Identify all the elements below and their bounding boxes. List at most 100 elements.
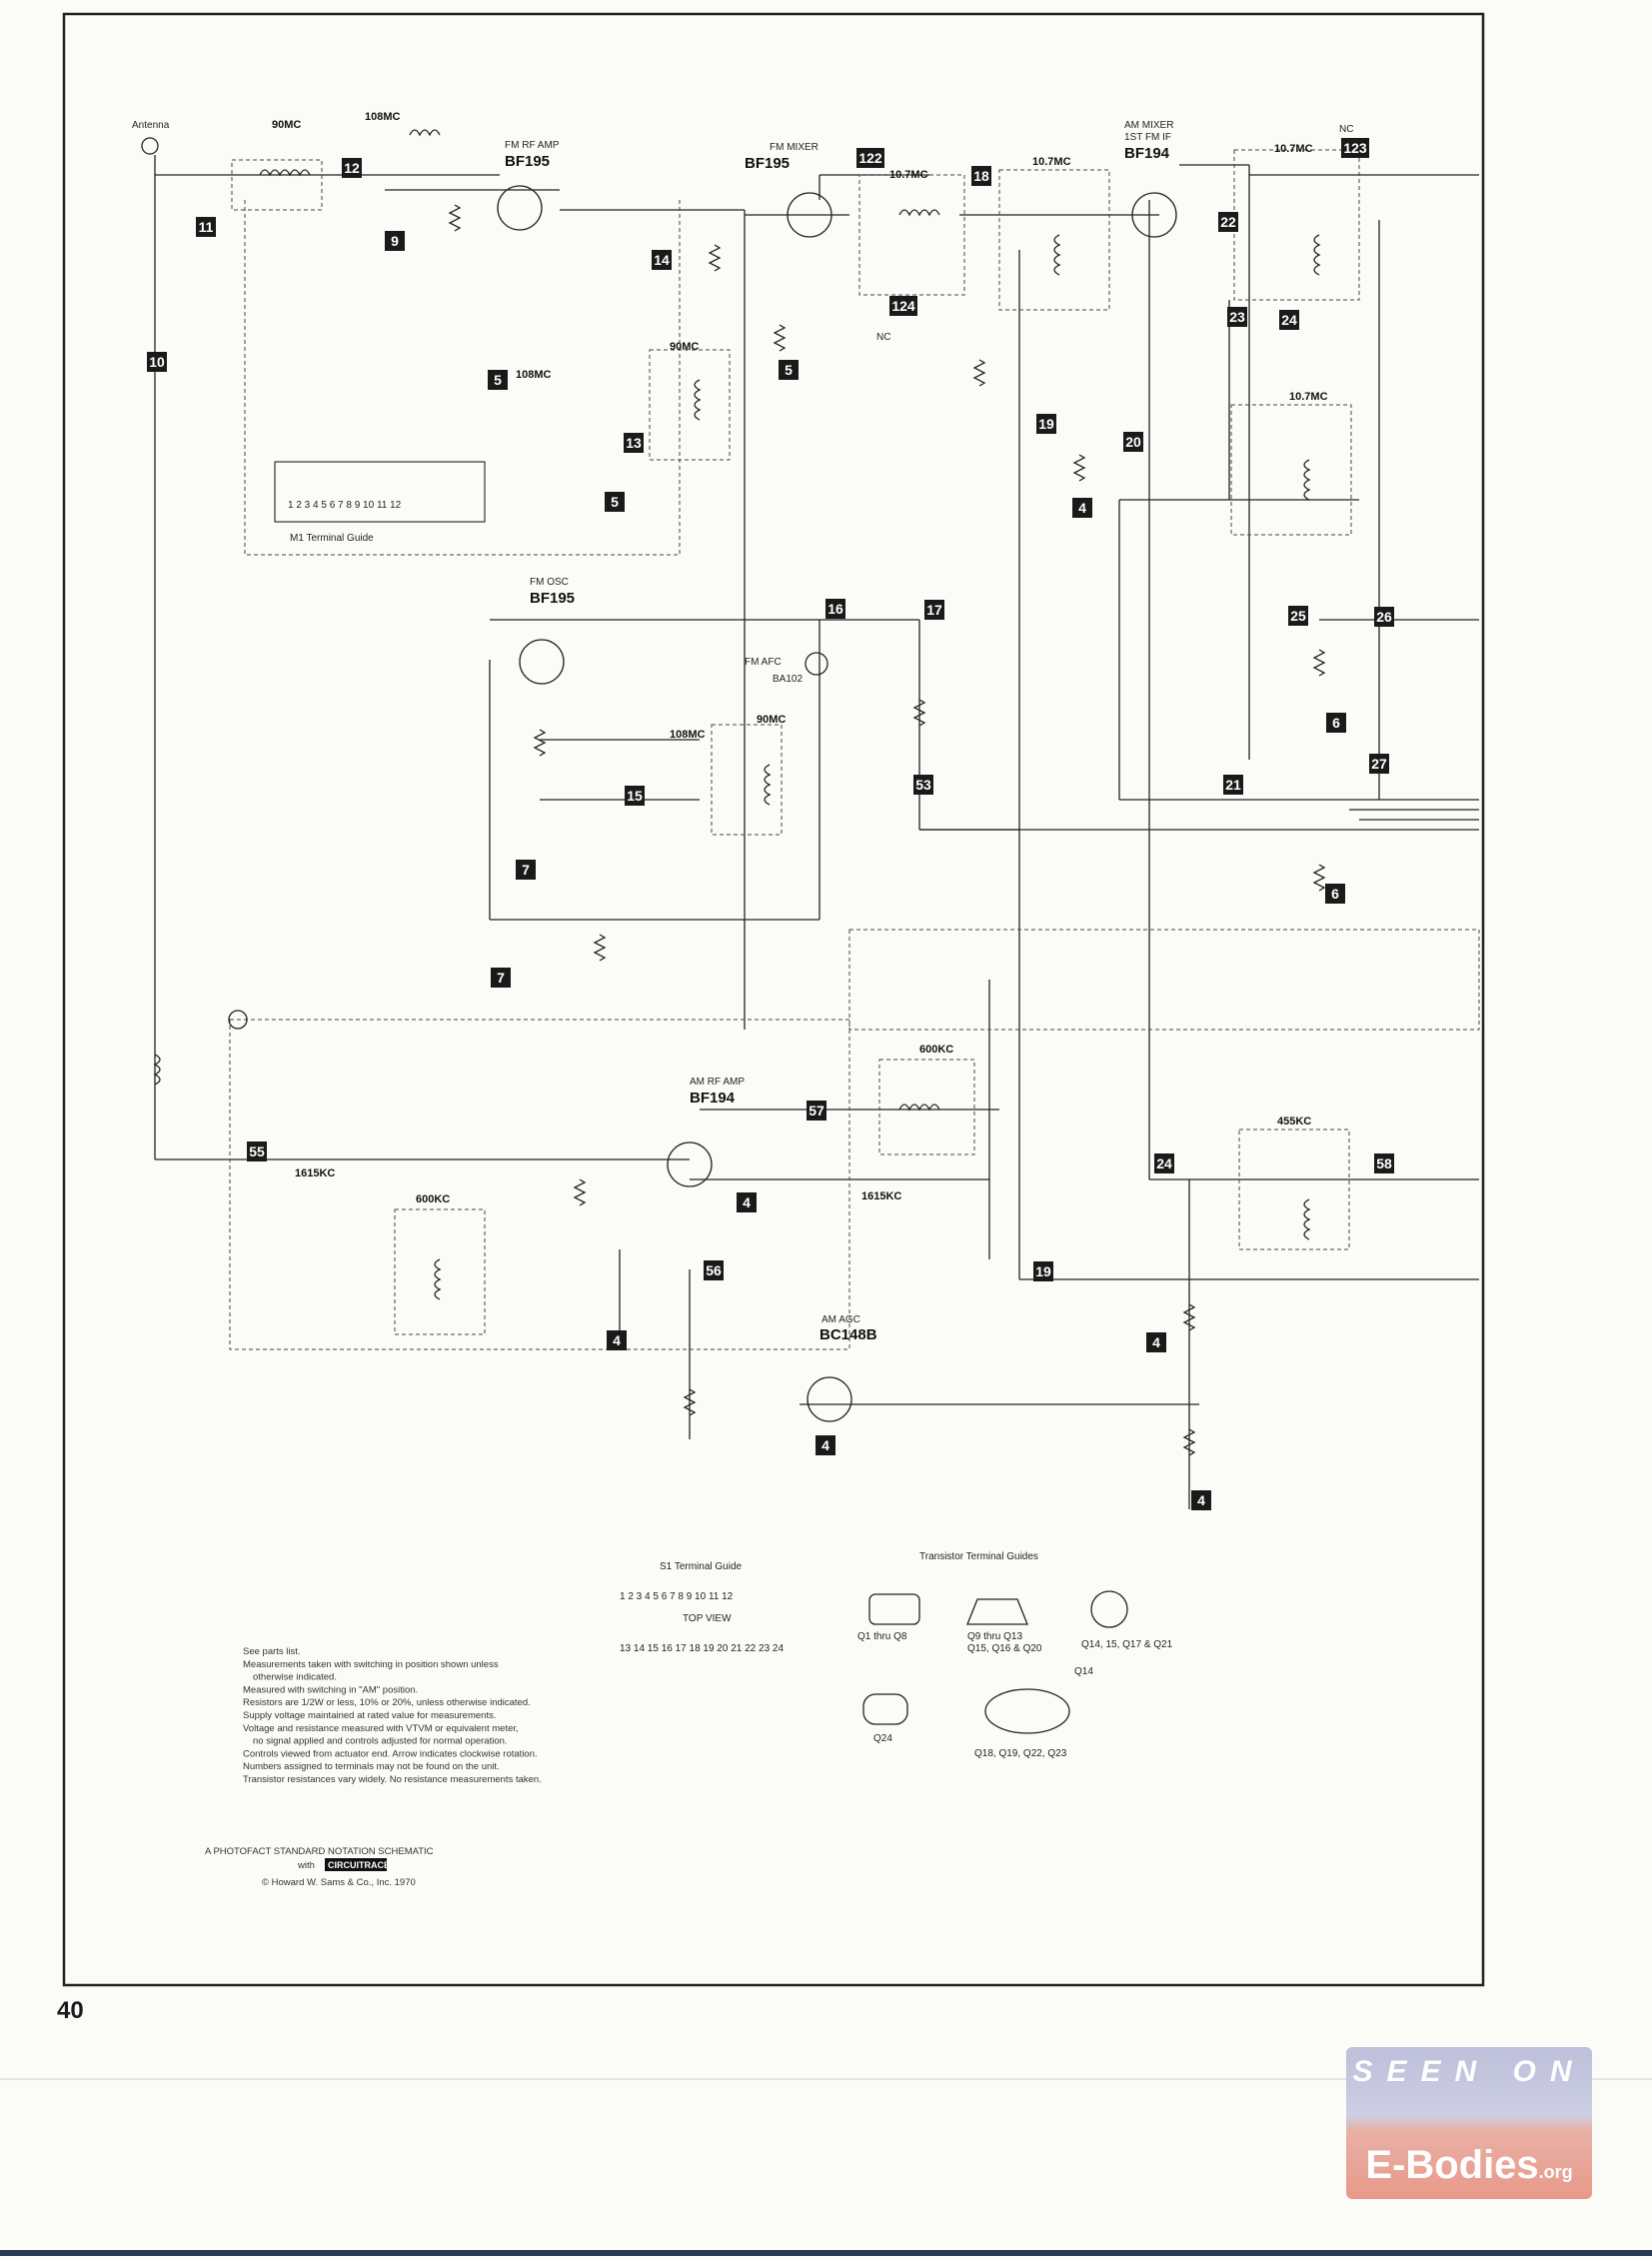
terminal-number: 4 [822,1437,829,1453]
svg-text:AM AGC: AM AGC [822,1314,860,1325]
terminal-number: 12 [344,160,360,176]
svg-text:BF195: BF195 [745,155,790,172]
svg-text:10.7MC: 10.7MC [1032,156,1071,168]
terminal-number: 4 [743,1194,751,1210]
svg-text:AM RF AMP: AM RF AMP [690,1077,745,1088]
terminal-number: 10 [149,354,165,370]
svg-text:1615KC: 1615KC [295,1167,335,1179]
terminal-number: 5 [785,362,793,378]
svg-text:Q14, 15, Q17 & Q21: Q14, 15, Q17 & Q21 [1081,1639,1173,1650]
svg-text:1ST FM IF: 1ST FM IF [1124,132,1171,143]
resistors [448,204,1326,1456]
terminal-box [1326,713,1346,733]
transistor-q1 [497,185,543,231]
terminal-box [607,1330,627,1350]
svg-text:M1 Terminal Guide: M1 Terminal Guide [290,533,374,544]
transistor-guide-title: Transistor Terminal Guides [919,1551,1038,1562]
terminal-number: 13 [626,435,642,451]
svg-text:1615KC: 1615KC [861,1190,901,1202]
wiring [154,155,1479,1509]
note-line: Controls viewed from actuator end. Arrow… [243,1748,538,1759]
terminal-box [924,600,944,620]
svg-text:Q14: Q14 [1074,1666,1093,1677]
terminal-box [342,158,362,178]
terminal-box [1223,775,1243,795]
transistors [141,137,1177,1422]
coils [153,129,1321,1300]
diode-x1 [805,652,828,676]
terminal-box [816,1435,835,1455]
terminal-box [1374,1153,1394,1173]
terminal-number: 53 [915,777,931,793]
footer-line1: A PHOTOFACT STANDARD NOTATION SCHEMATIC [205,1846,434,1857]
svg-text:Q24: Q24 [873,1733,892,1744]
svg-text:Q18, Q19, Q22, Q23: Q18, Q19, Q22, Q23 [974,1748,1067,1759]
terminal-number: 22 [1220,214,1236,230]
svg-text:90MC: 90MC [272,119,301,131]
terminal-box [605,492,625,512]
terminal-number: 122 [858,150,882,166]
terminal-box [1146,1332,1166,1352]
terminal-box [385,231,405,251]
svg-text:Q9 thru Q13: Q9 thru Q13 [967,1631,1022,1642]
terminal-number: 5 [611,494,619,510]
svg-text:455KC: 455KC [1277,1116,1311,1128]
svg-text:NC: NC [1339,124,1353,135]
page-number: 40 [57,1997,84,2024]
terminal-number: 27 [1371,756,1387,772]
s1-guide-title: S1 Terminal Guide [660,1561,743,1572]
terminal-box [807,1101,826,1121]
note-line: Voltage and resistance measured with VTV… [243,1723,519,1734]
terminal-number: 56 [706,1262,722,1278]
terminal-number: 4 [1078,500,1086,516]
terminal-number: 18 [973,168,989,184]
terminal-box [1369,754,1389,774]
terminal-number: 5 [494,372,502,388]
terminal-box [625,786,645,806]
terminal-number: 11 [199,219,214,235]
svg-text:CIRCUITRACE: CIRCUITRACE [328,1860,390,1870]
svg-text:NC: NC [876,332,890,343]
terminal-box [1227,307,1247,327]
svg-text:BF194: BF194 [690,1090,736,1107]
terminal-box [147,352,167,372]
terminal-box [488,370,508,390]
terminal-number: 24 [1281,312,1297,328]
svg-text:with: with [297,1860,315,1871]
antenna-terminal [141,137,159,155]
terminal-number: 7 [522,862,530,878]
terminal-box [1374,607,1394,627]
terminal-number: 9 [391,233,399,249]
terminal-box [1033,1261,1053,1281]
terminal-number: 23 [1229,309,1245,325]
terminal-number: 15 [627,788,643,804]
page-border [62,12,1485,1987]
note-line: Transistor resistances vary widely. No r… [243,1774,542,1785]
terminal-box [1218,212,1238,232]
terminal-number: 17 [926,602,942,618]
svg-text:AM MIXER: AM MIXER [1124,120,1173,131]
terminal-box [889,296,917,316]
terminal-box [1325,884,1345,904]
svg-text:108MC: 108MC [516,369,552,381]
svg-text:10.7MC: 10.7MC [1274,143,1313,155]
note-line: Supply voltage maintained at rated value… [243,1710,496,1721]
svg-text:FM AFC: FM AFC [745,657,782,668]
terminal-box [516,860,536,880]
note-line: Measured with switching in "AM" position… [243,1684,418,1695]
terminal-number: 57 [809,1103,825,1119]
transistor-q9 [807,1376,852,1422]
badge-bottom-text: E-Bodies.org [1365,2143,1573,2187]
note-line: no signal applied and controls adjusted … [253,1736,508,1747]
terminal-number: 21 [1225,777,1241,793]
svg-text:BF194: BF194 [1124,145,1170,162]
terminal-number: 20 [1125,434,1141,450]
note-line: Measurements taken with switching in pos… [243,1659,499,1670]
terminal-box [1072,498,1092,518]
svg-text:600KC: 600KC [919,1044,953,1056]
svg-text:90MC: 90MC [757,714,786,726]
terminal-box [1288,606,1308,626]
terminal-box [491,968,511,988]
